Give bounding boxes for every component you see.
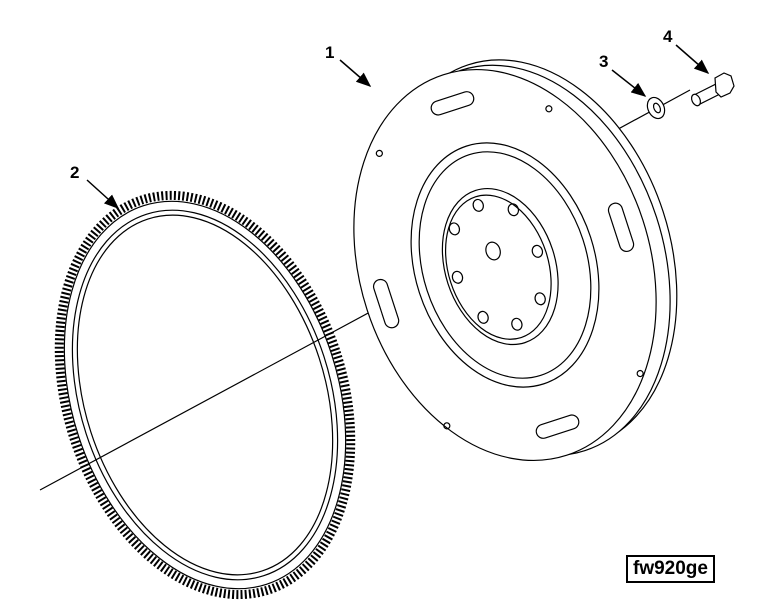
callout-3-label: 3 — [599, 52, 608, 71]
callout-4-arrow — [675, 44, 710, 74]
callout-1-label: 1 — [325, 43, 334, 62]
ring-gear — [54, 190, 356, 600]
figure-id-label: fw920ge — [626, 555, 715, 583]
callout-2-label: 2 — [70, 163, 79, 182]
callout-2-arrow — [86, 179, 120, 210]
capscrew — [690, 72, 735, 107]
flywheel — [353, 59, 678, 462]
washer — [646, 96, 666, 120]
callout-1-arrow — [339, 59, 372, 87]
callout-3-arrow — [611, 69, 647, 97]
callout-4-label: 4 — [663, 27, 673, 46]
